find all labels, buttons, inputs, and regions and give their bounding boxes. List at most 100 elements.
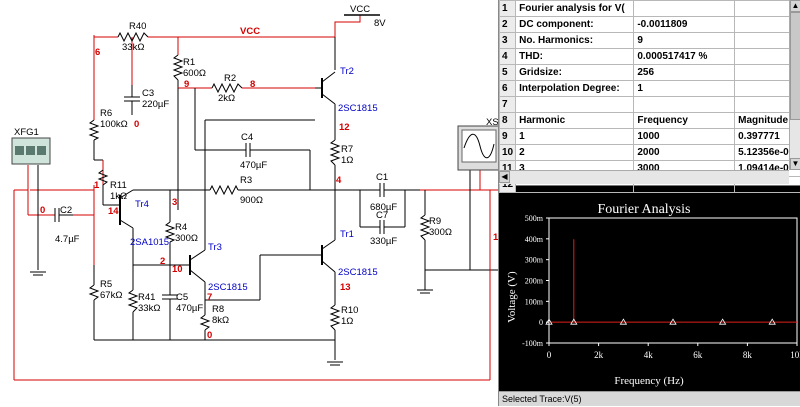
c7-label: C7 [376,210,388,221]
plot-marks [546,239,797,324]
scroll-up-icon[interactable]: ▲ [790,0,800,12]
y-tick-label: 300m [525,256,544,265]
tr2-label: Tr2 [340,66,354,77]
net-7: 7 [207,292,212,303]
y-tick-label: 0 [539,318,543,327]
r2-label: R2 [224,73,236,84]
grid-cell[interactable]: DC component: [516,17,634,33]
r10-value: 1Ω [341,316,353,327]
grid-cell[interactable]: 1000 [634,129,735,145]
scroll-left-icon[interactable]: ◀ [499,171,510,183]
grid-cell[interactable] [634,97,735,113]
scroll-thumb[interactable] [790,12,800,120]
grid-cell[interactable]: Fourier analysis for V( [516,1,634,17]
net-9: 9 [184,79,189,90]
vcc-symbol-label: VCC [350,4,370,15]
grid-cell[interactable]: 0.000517417 % [634,49,735,65]
grid-cell[interactable]: 9 [634,33,735,49]
r40-value: 33kΩ [122,42,144,53]
chart-title: Fourier Analysis [598,202,691,217]
c3-label: C3 [142,88,154,99]
tr2-type: 2SC1815 [338,103,378,114]
x-axis-label: Frequency (Hz) [614,375,684,387]
tr4-type: 2SA1015 [130,237,169,248]
r3-label: R3 [240,175,252,186]
grid-cell[interactable] [634,1,735,17]
c2-label: C2 [60,205,72,216]
r11-label: R11 [110,180,127,191]
tr1-label: Tr1 [340,229,354,240]
grid-cell[interactable]: Harmonic [516,113,634,129]
function-generator-icon[interactable] [12,138,50,164]
scroll-down-icon[interactable]: ▼ [790,158,800,170]
grid-cell[interactable] [516,97,634,113]
y-tick-label: 100m [525,297,544,306]
r9-value: 300Ω [429,227,452,238]
row-number: 10 [500,145,516,161]
xfg-label: XFG1 [14,127,39,138]
r7-label: R7 [341,144,353,155]
net-0a: 0 [134,119,139,130]
net-10: 10 [172,264,183,275]
r8-label: R8 [212,304,224,315]
grid-cell[interactable]: THD: [516,49,634,65]
grid-cell[interactable]: 2000 [634,145,735,161]
r3-value: 900Ω [240,195,263,206]
r1-label: R1 [183,57,195,68]
tr3-label: Tr3 [208,242,222,253]
fourier-plot[interactable]: Fourier Analysis Voltage (V) Frequency (… [499,187,800,390]
grid-cell[interactable]: 1 [516,129,634,145]
oscilloscope-icon[interactable] [458,126,500,170]
r7-value: 1Ω [341,155,353,166]
vcc-net-label: VCC [240,26,260,37]
c5-value: 470µF [176,303,203,314]
r40-label: R40 [129,21,146,32]
horizontal-scrollbar[interactable]: ◀ [499,170,789,184]
grid-row[interactable]: 7 [500,97,800,113]
r11-value: 1kΩ [110,191,127,202]
grid-cell[interactable]: 1 [634,81,735,97]
r10-label: R10 [341,305,358,316]
x-tick-label: 4k [644,350,654,360]
c4-label: C4 [241,132,253,143]
xsc-label: XS [486,117,499,128]
net-8: 8 [250,79,255,90]
grid-cell[interactable]: Interpolation Degree: [516,81,634,97]
net-6: 6 [95,47,100,58]
c7-value: 330µF [370,236,397,247]
c2-value: 4.7µF [55,234,80,245]
row-number: 7 [500,97,516,113]
row-number: 5 [500,65,516,81]
status-bar: Selected Trace:V(5) [499,391,800,406]
grid-cell[interactable]: Gridsize: [516,65,634,81]
grid-cell[interactable]: No. Harmonics: [516,33,634,49]
row-number: 3 [500,33,516,49]
tr3-type: 2SC1815 [208,282,248,293]
tr1-type: 2SC1815 [338,267,378,278]
vcc-value: 8V [374,18,386,29]
y-tick-label: 200m [525,277,544,286]
net-4: 4 [336,175,342,186]
x-tick-label: 0 [547,350,552,360]
net-12: 12 [339,122,350,133]
grid-cell[interactable]: -0.0011809 [634,17,735,33]
grid-cell[interactable]: 2 [516,145,634,161]
grid-cell[interactable]: Frequency [634,113,735,129]
grid-cell[interactable]: 256 [634,65,735,81]
vertical-scrollbar[interactable]: ▲ ▼ [789,0,800,170]
net-0b: 0 [40,205,45,216]
x-tick-label: 2k [594,350,604,360]
